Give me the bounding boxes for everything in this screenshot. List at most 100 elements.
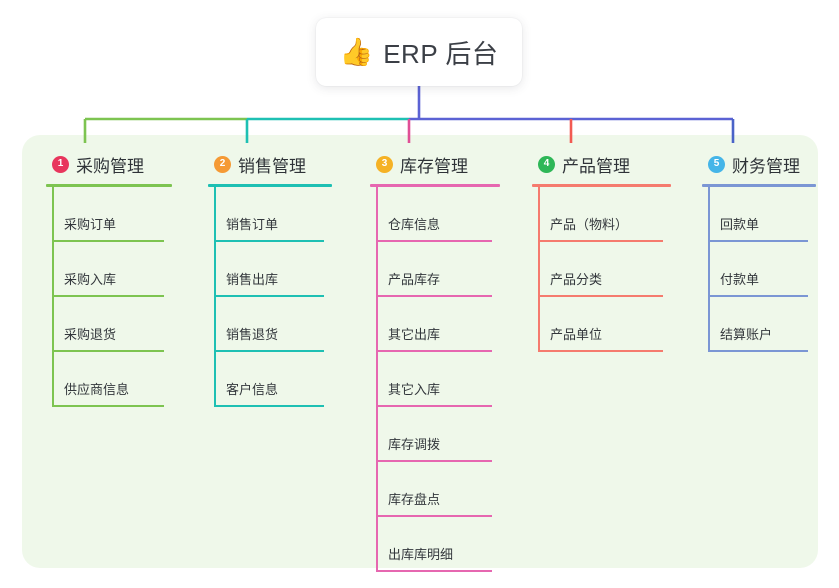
column-2: 2 销售管理销售订单销售出库销售退货客户信息 — [196, 145, 346, 407]
column-number-badge: 3 — [376, 155, 393, 173]
leaf-item-label: 产品分类 — [550, 272, 603, 287]
leaf-item-label: 库存调拨 — [388, 437, 441, 452]
column-number-badge: 5 — [708, 155, 725, 173]
leaf-item[interactable]: 采购退货 — [34, 297, 184, 352]
leaf-item-label: 采购退货 — [64, 327, 117, 342]
column-title: 库存管理 — [400, 156, 468, 176]
column-3: 3 库存管理仓库信息产品库存其它出库其它入库库存调拨库存盘点出库库明细 — [358, 145, 508, 572]
leaf-item-label: 结算账户 — [720, 327, 773, 342]
leaf-item-rule — [214, 350, 324, 352]
leaf-item-rule — [52, 350, 164, 352]
column-header[interactable]: 5 财务管理 — [690, 145, 830, 183]
leaf-item[interactable]: 产品（物料） — [520, 187, 680, 242]
column-title: 产品管理 — [562, 156, 630, 176]
leaf-item-label: 采购订单 — [64, 217, 117, 232]
leaf-item-rule — [708, 240, 808, 242]
leaf-item[interactable]: 产品单位 — [520, 297, 680, 352]
leaf-item[interactable]: 销售出库 — [196, 242, 346, 297]
column-header-rule — [46, 184, 172, 187]
leaf-item-rule — [52, 295, 164, 297]
leaf-item-rule — [376, 570, 492, 572]
leaf-item-rule — [214, 240, 324, 242]
leaf-item-label: 销售订单 — [226, 217, 279, 232]
leaf-item-rule — [376, 515, 492, 517]
leaf-item-rule — [376, 240, 492, 242]
leaf-item-label: 仓库信息 — [388, 217, 441, 232]
leaf-item-label: 销售退货 — [226, 327, 279, 342]
column-items: 回款单付款单结算账户 — [690, 187, 830, 352]
column-trunk-line — [52, 187, 54, 407]
column-1: 1 采购管理采购订单采购入库采购退货供应商信息 — [34, 145, 184, 407]
column-header[interactable]: 2 销售管理 — [196, 145, 346, 183]
leaf-item[interactable]: 其它出库 — [358, 297, 508, 352]
column-trunk-line — [376, 187, 378, 572]
leaf-item-rule — [376, 460, 492, 462]
leaf-item-label: 销售出库 — [226, 272, 279, 287]
leaf-item[interactable]: 库存调拨 — [358, 407, 508, 462]
leaf-item[interactable]: 出库库明细 — [358, 517, 508, 572]
leaf-item[interactable]: 产品分类 — [520, 242, 680, 297]
leaf-item-rule — [538, 240, 663, 242]
leaf-item[interactable]: 客户信息 — [196, 352, 346, 407]
column-4: 4 产品管理产品（物料） 产品分类产品单位 — [520, 145, 680, 352]
column-trunk-line — [538, 187, 540, 352]
leaf-item[interactable]: 采购入库 — [34, 242, 184, 297]
leaf-item-label: 出库库明细 — [388, 547, 454, 562]
leaf-item[interactable]: 回款单 — [690, 187, 830, 242]
leaf-item-label: 其它出库 — [388, 327, 441, 342]
leaf-item-label: 供应商信息 — [64, 382, 130, 397]
leaf-item-rule — [708, 295, 808, 297]
leaf-item[interactable]: 结算账户 — [690, 297, 830, 352]
column-title: 销售管理 — [238, 156, 306, 176]
leaf-item[interactable]: 销售订单 — [196, 187, 346, 242]
column-header[interactable]: 4 产品管理 — [520, 145, 680, 183]
column-items: 产品（物料） 产品分类产品单位 — [520, 187, 680, 352]
column-number-badge: 1 — [52, 155, 69, 173]
leaf-item-rule — [214, 295, 324, 297]
leaf-item-label: 产品库存 — [388, 272, 441, 287]
leaf-item-label: 库存盘点 — [388, 492, 441, 507]
leaf-item-label: 采购入库 — [64, 272, 117, 287]
column-5: 5 财务管理回款单付款单结算账户 — [690, 145, 830, 352]
leaf-item[interactable]: 销售退货 — [196, 297, 346, 352]
column-header-rule — [208, 184, 332, 187]
leaf-item[interactable]: 供应商信息 — [34, 352, 184, 407]
column-header[interactable]: 3 库存管理 — [358, 145, 508, 183]
leaf-item-rule — [538, 350, 663, 352]
leaf-item-rule — [52, 240, 164, 242]
leaf-item-rule — [376, 295, 492, 297]
column-items: 仓库信息产品库存其它出库其它入库库存调拨库存盘点出库库明细 — [358, 187, 508, 572]
thumbs-up-icon: 👍 — [339, 36, 374, 67]
column-title: 采购管理 — [76, 156, 144, 176]
column-trunk-line — [708, 187, 710, 352]
leaf-item-label: 产品单位 — [550, 327, 603, 342]
leaf-item[interactable]: 仓库信息 — [358, 187, 508, 242]
leaf-item[interactable]: 库存盘点 — [358, 462, 508, 517]
leaf-item-label: 产品（物料） — [550, 217, 629, 232]
leaf-item-rule — [376, 350, 492, 352]
leaf-item[interactable]: 产品库存 — [358, 242, 508, 297]
root-node[interactable]: 👍 ERP 后台 — [316, 18, 522, 86]
column-title: 财务管理 — [732, 156, 800, 176]
leaf-item[interactable]: 付款单 — [690, 242, 830, 297]
leaf-item-rule — [52, 405, 164, 407]
leaf-item[interactable]: 采购订单 — [34, 187, 184, 242]
column-items: 销售订单销售出库销售退货客户信息 — [196, 187, 346, 407]
column-header-rule — [532, 184, 671, 187]
root-title: ERP 后台 — [383, 38, 499, 69]
column-header[interactable]: 1 采购管理 — [34, 145, 184, 183]
column-number-badge: 2 — [214, 155, 231, 173]
leaf-item-rule — [376, 405, 492, 407]
leaf-item-label: 回款单 — [720, 217, 760, 232]
leaf-item-label: 其它入库 — [388, 382, 441, 397]
leaf-item-label: 客户信息 — [226, 382, 279, 397]
column-header-rule — [370, 184, 500, 187]
column-number-badge: 4 — [538, 155, 555, 173]
column-trunk-line — [214, 187, 216, 407]
leaf-item[interactable]: 其它入库 — [358, 352, 508, 407]
leaf-item-rule — [214, 405, 324, 407]
leaf-item-rule — [538, 295, 663, 297]
column-header-rule — [702, 184, 816, 187]
leaf-item-label: 付款单 — [720, 272, 760, 287]
